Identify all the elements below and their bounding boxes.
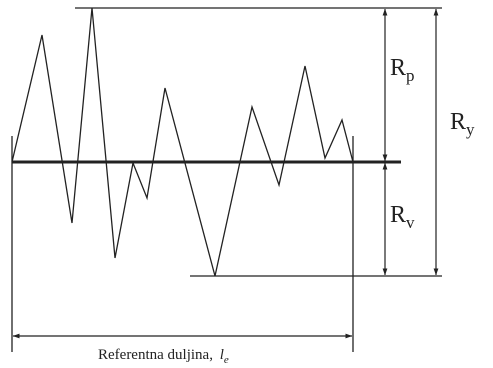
surface-profile [11,7,354,277]
ry-label: Ry [450,109,475,139]
rv-label: Rv [390,202,415,232]
rp-label: Rp [390,55,415,85]
reference-length-label: Referentna duljina, le [98,347,229,366]
